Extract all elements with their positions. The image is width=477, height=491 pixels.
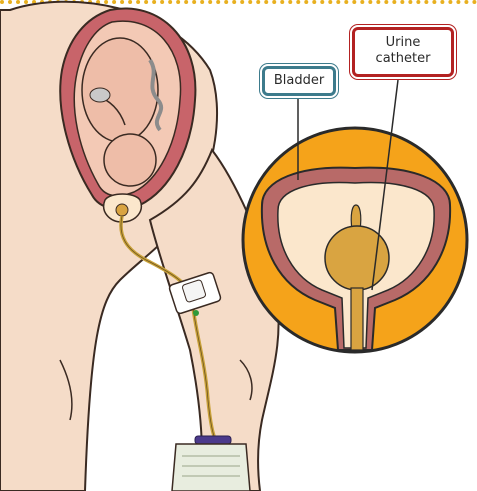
- tube-connector: [193, 310, 199, 316]
- drainage-bag: [172, 436, 250, 491]
- baby-head: [104, 134, 156, 186]
- bladder-label: Bladder: [262, 66, 336, 96]
- magnified-bladder-view: [243, 80, 467, 352]
- urine-catheter-label: Urine catheter: [352, 27, 454, 77]
- baby-foot: [90, 88, 110, 102]
- catheter-shaft: [351, 288, 363, 350]
